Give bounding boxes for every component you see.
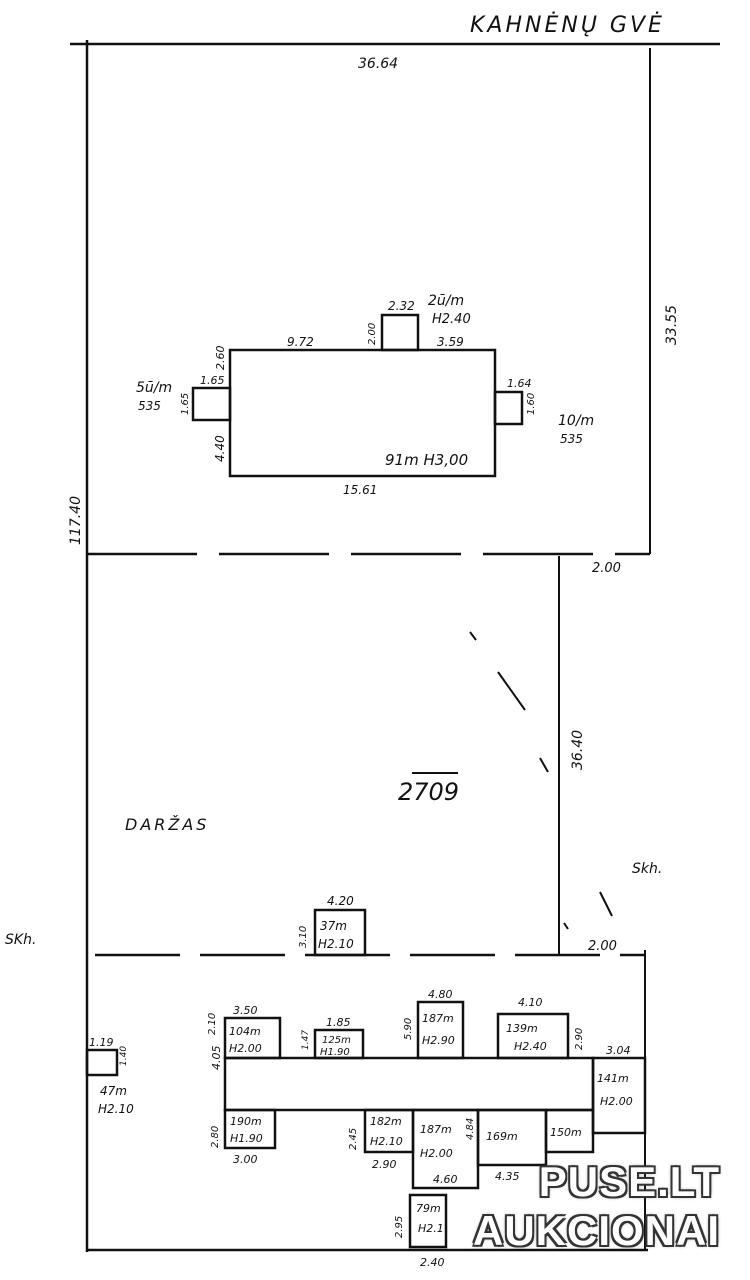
annex-top-3-area: 187m	[422, 1012, 454, 1025]
house-left-ext-h: 535	[138, 399, 161, 413]
annex-top-4-area: 139m	[506, 1022, 538, 1035]
house-height-left-top: 2.60	[214, 346, 227, 371]
annex-top-4-h: H2.40	[514, 1040, 547, 1053]
sketch-mark	[599, 891, 613, 917]
lot-label-right: Skh.	[632, 861, 662, 877]
house-left-ext-height: 1.65	[180, 393, 191, 415]
left-small-width: 1.19	[89, 1036, 114, 1049]
annex-top-1-h: H2.00	[229, 1042, 262, 1055]
house-area-label: 91m H3,00	[385, 451, 468, 469]
watermark-line-2: AUKCIONAI	[473, 1207, 720, 1254]
house-right-ext-h: 535	[560, 432, 583, 446]
shed-height: 3.10	[298, 926, 309, 948]
house-left-ext-area: 5ū/m	[136, 380, 172, 396]
bottom-small-area: 79m	[416, 1202, 441, 1215]
house-top-ext-area: 2ū/m	[428, 293, 464, 309]
annex-top-3-width: 4.80	[428, 988, 453, 1001]
sketch-mark	[469, 631, 477, 641]
annex-bottom-5-area: 150m	[550, 1126, 582, 1139]
left-small-h: H2.10	[98, 1102, 134, 1116]
main-barn-height-left: 4.05	[210, 1046, 223, 1071]
annex-bottom-2-width: 2.90	[372, 1158, 397, 1171]
shed-h: H2.10	[318, 937, 354, 951]
annex-top-2-area: 125m	[322, 1035, 351, 1046]
house-width-top-right: 3.59	[437, 335, 464, 349]
house-height-left: 4.40	[213, 435, 227, 462]
annex-top-1-width: 3.50	[233, 1004, 258, 1017]
bottom-small-h: H2.1	[418, 1222, 444, 1235]
lower-right-gap: 2.00	[588, 939, 617, 954]
left-small-area: 47m	[100, 1084, 127, 1098]
annex-bottom-1-h: H1.90	[230, 1132, 263, 1145]
annex-top-3-height: 5.90	[403, 1018, 414, 1040]
annex-bottom-2-h: H2.10	[370, 1135, 403, 1148]
annex-top-3	[416, 1000, 465, 1060]
house-width-bottom: 15.61	[343, 483, 377, 497]
bottom-small-height: 2.95	[394, 1216, 405, 1238]
dim-gap-right: 2.00	[592, 561, 621, 576]
house-width-top-left: 9.72	[287, 335, 314, 349]
house-left-ext-width: 1.65	[200, 374, 225, 387]
annex-bottom-4-width: 4.35	[495, 1170, 520, 1183]
annex-top-2-width: 1.85	[326, 1016, 351, 1029]
house-right-ext-height: 1.60	[526, 393, 537, 415]
area-total: 2709	[398, 778, 459, 806]
house-top-ext-height: 2.00	[367, 323, 378, 345]
house-top-ext-h: H2.40	[432, 312, 471, 327]
annex-bottom-3-h: H2.00	[420, 1147, 453, 1160]
annex-right-h: H2.00	[600, 1095, 633, 1108]
annex-bottom-3-area: 187m	[420, 1123, 452, 1136]
zone-label-darzas: DARŽAS	[125, 815, 209, 834]
annex-top-4	[496, 1012, 570, 1060]
annex-bottom-4-area: 169m	[486, 1130, 518, 1143]
annex-top-2	[313, 1028, 365, 1060]
sketch-mark	[497, 671, 526, 711]
street-name: KAHNĖNŲ GVĖ	[470, 12, 665, 38]
annex-bottom-1-width: 3.00	[233, 1153, 258, 1166]
bottom-small-width: 2.40	[420, 1256, 445, 1269]
annex-right-area: 141m	[597, 1072, 629, 1085]
annex-top-1-area: 104m	[229, 1025, 261, 1038]
annex-right-width: 3.04	[606, 1044, 631, 1057]
annex-top-4-height: 2.90	[574, 1028, 585, 1050]
sketch-mark	[563, 922, 569, 930]
annex-top-2-height: 1.47	[301, 1030, 311, 1050]
house-right-ext-width: 1.64	[507, 377, 532, 390]
house-top-ext-width: 2.32	[388, 299, 415, 313]
house-top-extension	[380, 313, 420, 352]
annex-bottom-3-height: 4.84	[465, 1118, 476, 1140]
watermark-line-1: PUSE.LT	[538, 1158, 720, 1205]
left-small-height: 1.40	[119, 1046, 129, 1066]
sketch-mark	[539, 757, 549, 773]
annex-bottom-2-area: 182m	[370, 1115, 402, 1128]
dim-mid-vertical: 36.40	[570, 730, 586, 770]
annex-bottom-2-height: 2.45	[348, 1128, 359, 1150]
annex-bottom-1	[223, 1108, 277, 1150]
annex-bottom-1-area: 190m	[230, 1115, 262, 1128]
annex-bottom-3-width: 4.60	[433, 1173, 458, 1186]
bottom-small-building	[408, 1193, 448, 1249]
dim-top: 36.64	[358, 56, 398, 72]
dim-left: 117.40	[68, 496, 84, 545]
annex-bottom-1-height: 2.80	[210, 1126, 221, 1148]
annex-top-1	[223, 1016, 282, 1060]
shed-building	[313, 908, 367, 957]
shed-area: 37m	[320, 919, 347, 933]
house-right-ext-area: 10/m	[558, 413, 594, 429]
annex-bottom-5	[544, 1108, 595, 1154]
annex-top-1-height: 2.10	[207, 1013, 218, 1035]
annex-top-2-h: H1.90	[320, 1047, 350, 1058]
shed-width: 4.20	[327, 894, 354, 908]
main-barn-body	[223, 1056, 595, 1112]
left-small-building	[85, 1048, 119, 1077]
house-right-extension	[493, 390, 524, 426]
house-left-extension	[191, 386, 232, 422]
annex-top-4-width: 4.10	[518, 996, 543, 1009]
lot-label-left: SKh.	[5, 932, 36, 948]
dim-right-top: 33.55	[664, 305, 680, 345]
annex-top-3-h: H2.90	[422, 1034, 455, 1047]
